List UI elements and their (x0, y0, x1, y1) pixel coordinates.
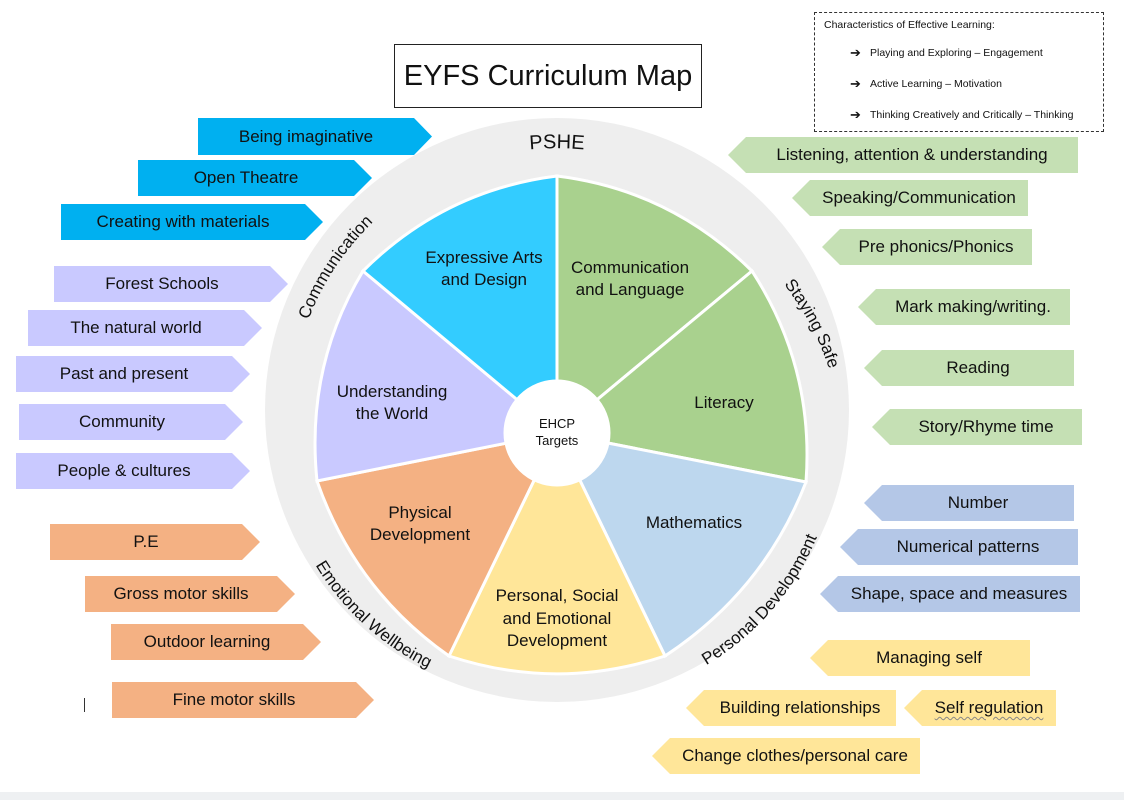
arrow-speaking: Speaking/Communication (792, 180, 1028, 216)
arrow-label: Listening, attention & understanding (776, 145, 1048, 164)
arrow-fine-motor: Fine motor skills (112, 682, 374, 718)
segment-label-comm-2: and Language (576, 280, 685, 299)
segment-label-world-2: the World (356, 404, 428, 423)
arrow-label: Mark making/writing. (895, 297, 1051, 316)
arrow-building-relationships: Building relationships (686, 690, 896, 726)
center-circle (503, 379, 611, 487)
arrow-label: Story/Rhyme time (918, 417, 1054, 436)
segment-label-phys-1: Physical (388, 503, 451, 522)
arrow-label: Being imaginative (238, 126, 374, 146)
segment-math (554, 430, 809, 659)
segment-lit (553, 268, 809, 484)
arrow-shape-space: Shape, space and measures (820, 576, 1080, 612)
arrow-label: Pre phonics/Phonics (858, 237, 1014, 256)
center-label-line1: EHCP (539, 416, 575, 431)
arrow-right-icon: ➔ (850, 44, 861, 60)
arrow-label: Numerical patterns (896, 537, 1040, 556)
arrow-gross-motor: Gross motor skills (85, 576, 295, 612)
arrow-label: Shape, space and measures (850, 584, 1068, 603)
legend-item: ➔ Playing and Exploring – Engagement (850, 37, 1094, 68)
arrow-label: Fine motor skills (172, 690, 296, 709)
arrow-label: Managing self (876, 648, 982, 667)
arrow-people-cultures: People & cultures (16, 453, 250, 489)
arrow-label: The natural world (70, 318, 202, 337)
arrow-story-rhyme: Story/Rhyme time (872, 409, 1082, 445)
arrow-label: Forest Schools (105, 274, 219, 293)
segment-label-comm-1: Communication (571, 258, 689, 277)
segment-label-psed-3: Development (507, 631, 607, 650)
segment-ead (360, 174, 559, 437)
segment-label-ead-1: Expressive Arts (425, 248, 542, 267)
arrow-past-and-present: Past and present (16, 356, 250, 392)
arrow-label: Building relationships (719, 698, 881, 717)
arrow-managing-self: Managing self (810, 640, 1030, 676)
segment-label-world-1: Understanding (337, 382, 448, 401)
legend-title: Characteristics of Effective Learning: (824, 19, 995, 31)
segment-label-psed-2: and Emotional (503, 609, 612, 628)
legend-box: Characteristics of Effective Learning: ➔… (814, 12, 1104, 132)
segment-comm (555, 174, 755, 437)
page-title-text: EYFS Curriculum Map (403, 59, 693, 92)
arrow-being-imaginative: Being imaginative (198, 118, 432, 155)
ring-label-top-text: PSHE (529, 131, 586, 154)
segment-labels: Communication and Language Literacy Math… (337, 248, 755, 650)
arrow-forest-schools: Forest Schools (54, 266, 288, 302)
arrow-natural-world: The natural world (28, 310, 262, 346)
segment-world (313, 268, 561, 483)
arrow-right-icon: ➔ (850, 75, 861, 91)
text-cursor (84, 698, 85, 712)
arrow-outdoor-learning: Outdoor learning (111, 624, 321, 660)
arrow-open-theatre: Open Theatre (138, 160, 372, 196)
arrow-label: Creating with materials (96, 212, 270, 231)
segment-label-psed-1: Personal, Social (496, 586, 619, 605)
arrow-community: Community (19, 404, 243, 440)
center-label-line2: Targets (536, 433, 579, 448)
arrow-label: Outdoor learning (143, 632, 271, 651)
legend-item: ➔ Active Learning – Motivation (850, 68, 1094, 99)
legend-item-label: Thinking Creatively and Critically – Thi… (870, 108, 1074, 121)
arrow-label: People & cultures (57, 461, 191, 480)
arrow-label: Change clothes/personal care (682, 746, 908, 765)
wheel-segments (313, 174, 809, 676)
arrow-label: Speaking/Communication (822, 188, 1016, 207)
arrow-numerical-patterns: Numerical patterns (840, 529, 1078, 565)
segment-label-lit: Literacy (694, 393, 754, 412)
legend-item: ➔ Thinking Creatively and Critically – T… (850, 99, 1094, 130)
segment-psed (446, 429, 668, 676)
arrow-right-icon: ➔ (850, 106, 861, 122)
arrow-label: Reading (946, 358, 1010, 377)
arrow-label: Self regulation (934, 698, 1044, 717)
segment-label-phys-2: Development (370, 525, 470, 544)
ring-label-top: PSHE (529, 131, 586, 154)
bottom-band (0, 792, 1124, 800)
segment-phys (315, 430, 560, 659)
legend-item-label: Playing and Exploring – Engagement (870, 46, 1043, 59)
segment-label-math: Mathematics (646, 513, 742, 532)
arrow-number: Number (864, 485, 1074, 521)
arrow-mark-making: Mark making/writing. (858, 289, 1070, 325)
arrow-creating-with-materials: Creating with materials (61, 204, 323, 240)
arrow-label: P.E (133, 532, 159, 551)
arrow-phonics: Pre phonics/Phonics (822, 229, 1032, 265)
arrow-listening: Listening, attention & understanding (728, 137, 1078, 173)
legend-item-label: Active Learning – Motivation (870, 77, 1002, 90)
arrow-self-regulation: Self regulation (904, 690, 1056, 726)
arrow-change-clothes: Change clothes/personal care (652, 738, 920, 774)
arrow-reading: Reading (864, 350, 1074, 386)
arrow-pe: P.E (50, 524, 260, 560)
arrow-label: Gross motor skills (113, 584, 249, 603)
page-title: EYFS Curriculum Map (394, 44, 702, 108)
arrow-label: Community (79, 412, 165, 431)
arrow-label: Number (947, 493, 1009, 512)
arrow-label: Past and present (59, 364, 189, 383)
arrow-label: Open Theatre (193, 168, 299, 187)
segment-label-ead-2: and Design (441, 270, 527, 289)
